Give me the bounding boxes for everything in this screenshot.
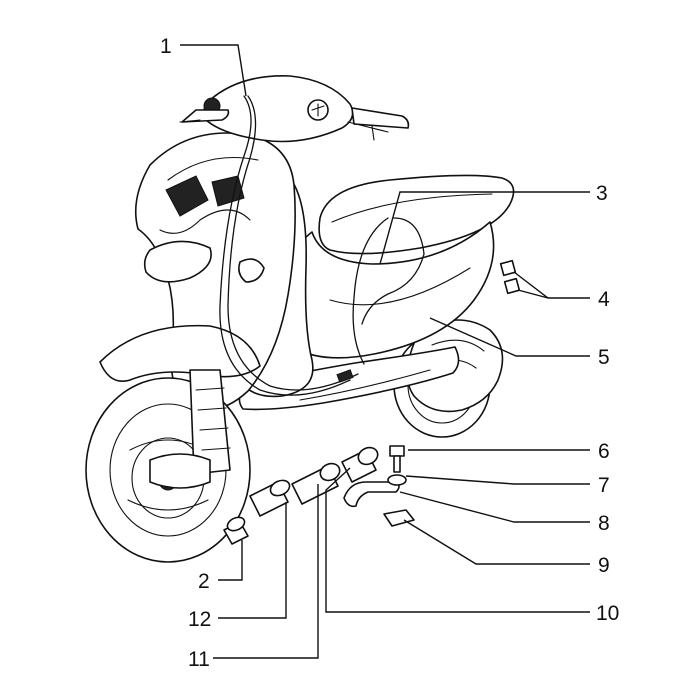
part-6-bolt — [389, 445, 405, 473]
leader-2 — [218, 540, 243, 581]
leader-9 — [403, 519, 590, 565]
cable-routing — [219, 95, 425, 396]
leader-4 — [513, 271, 590, 299]
callout-3: 3 — [596, 182, 608, 205]
part-10-grommet — [341, 446, 379, 483]
part-12-sleeve — [249, 479, 291, 517]
right-grip — [351, 107, 410, 129]
callout-12: 12 — [188, 608, 211, 631]
callout-7: 7 — [598, 474, 610, 497]
leader-3 — [379, 191, 590, 265]
front-vent — [165, 175, 245, 217]
leader-1 — [180, 44, 247, 97]
callout-2: 2 — [198, 570, 210, 593]
callout-5: 5 — [598, 346, 610, 369]
part-8-clamp — [343, 481, 400, 508]
leader-8 — [399, 491, 590, 523]
part-2-grommet — [223, 516, 249, 545]
callout-4: 4 — [598, 288, 610, 311]
main-cable — [219, 95, 351, 396]
leader-12 — [218, 502, 287, 619]
part-4-bolts — [499, 259, 521, 295]
callout-1: 1 — [160, 35, 172, 58]
callout-10: 10 — [596, 602, 619, 625]
seat-cable — [352, 217, 425, 365]
leader-11 — [213, 484, 319, 659]
headset — [202, 75, 354, 143]
part-7-washer — [387, 474, 407, 486]
callout-9: 9 — [598, 554, 610, 577]
leader-5 — [429, 317, 590, 357]
scooter-illustration — [85, 75, 515, 563]
leader-10 — [325, 467, 590, 613]
callout-labels: 1 2 3 4 5 6 7 8 9 10 11 12 — [160, 35, 619, 671]
left-grip — [181, 109, 230, 123]
callout-6: 6 — [598, 440, 610, 463]
small-parts — [223, 259, 521, 545]
front-fender — [99, 324, 261, 382]
leader-7 — [405, 475, 590, 485]
leader-lines — [180, 44, 590, 659]
callout-11: 11 — [188, 648, 210, 671]
front-fork — [189, 369, 231, 475]
part-11-sleeve — [291, 462, 341, 505]
callout-8: 8 — [598, 512, 610, 535]
